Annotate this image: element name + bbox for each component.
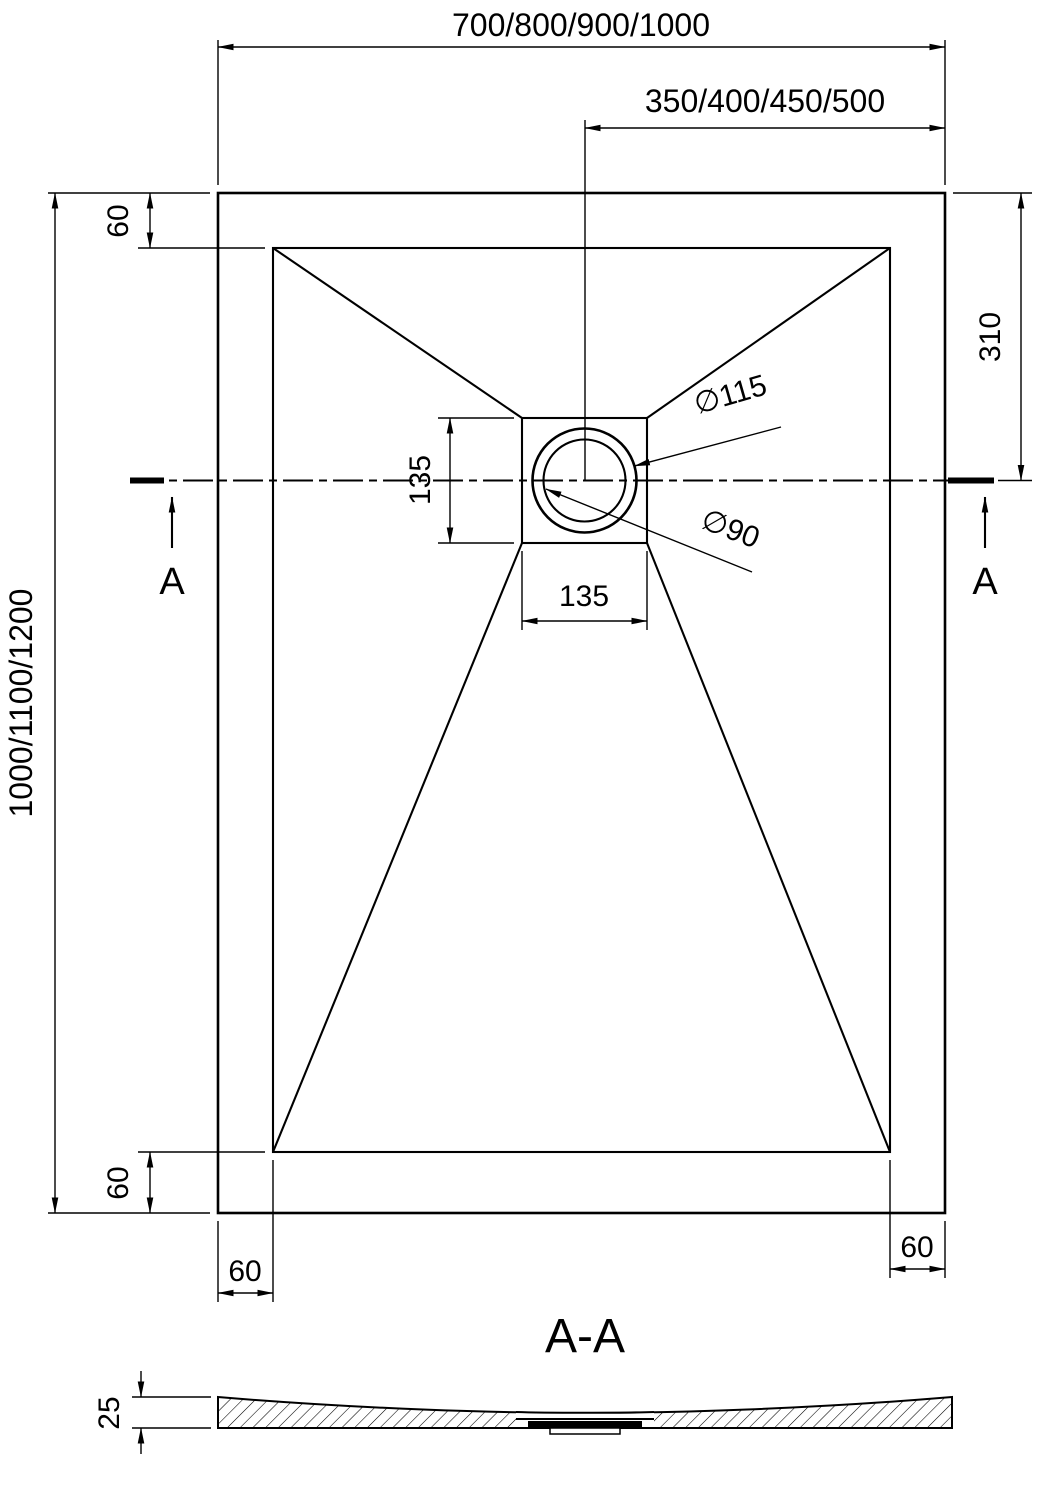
dim-drain-offset: 350/400/450/500 bbox=[584, 83, 946, 480]
dim-drain-from-top: 310 bbox=[953, 192, 1032, 482]
dim-drain-from-top-label: 310 bbox=[974, 312, 1007, 362]
dim-border-left: 60 bbox=[217, 1160, 274, 1302]
dim-length-label: 1000/1100/1200 bbox=[3, 589, 39, 818]
dim-overall-length: 1000/1100/1200 bbox=[3, 192, 210, 1214]
dim-drain-outer-diameter: ∅115 bbox=[634, 369, 782, 467]
slope-line-bottom-left bbox=[272, 542, 523, 1153]
dim-recess-height-label: 135 bbox=[404, 455, 437, 505]
dim-drain-recess-width: 135 bbox=[521, 551, 648, 630]
dim-drain-offset-label: 350/400/450/500 bbox=[645, 83, 885, 119]
dim-border-top: 60 bbox=[102, 192, 265, 249]
drain-outer-diameter-label: ∅115 bbox=[690, 369, 770, 421]
section-cut-indicators: A A bbox=[159, 496, 998, 603]
dim-thickness: 25 bbox=[93, 1371, 211, 1454]
plan-view bbox=[130, 191, 994, 1215]
section-top-edge-center bbox=[515, 1410, 655, 1414]
dim-drain-recess-height: 135 bbox=[404, 417, 514, 544]
drain-body-section bbox=[528, 1421, 642, 1428]
leader-line bbox=[634, 426, 782, 467]
dim-border-right: 60 bbox=[889, 1160, 946, 1278]
leader-line bbox=[545, 488, 753, 573]
tray-outer-outline bbox=[216, 191, 947, 1215]
dim-width-label: 700/800/900/1000 bbox=[452, 7, 710, 43]
slope-line-top-right bbox=[646, 247, 891, 419]
drain-inner-diameter-label: ∅90 bbox=[697, 503, 764, 555]
dim-border-left-label: 60 bbox=[228, 1255, 261, 1288]
tray-basin-outline bbox=[271, 246, 892, 1154]
dim-border-right-label: 60 bbox=[900, 1231, 933, 1264]
section-label-left: A bbox=[159, 561, 185, 603]
slope-line-bottom-right bbox=[646, 542, 891, 1153]
dim-overall-width: 700/800/900/1000 bbox=[217, 7, 946, 185]
dim-drain-inner-diameter: ∅90 bbox=[545, 488, 764, 573]
dim-recess-width-label: 135 bbox=[559, 580, 609, 613]
dim-border-bottom: 60 bbox=[102, 1151, 265, 1214]
dim-border-top-label: 60 bbox=[102, 204, 135, 237]
section-view: A-A 25 bbox=[93, 1310, 953, 1454]
slope-line-top-left bbox=[272, 247, 523, 419]
section-title: A-A bbox=[545, 1310, 625, 1363]
drain-outlet-section bbox=[549, 1427, 621, 1435]
dim-thickness-label: 25 bbox=[93, 1396, 126, 1429]
dim-border-bottom-label: 60 bbox=[102, 1166, 135, 1199]
section-label-right: A bbox=[972, 561, 998, 603]
